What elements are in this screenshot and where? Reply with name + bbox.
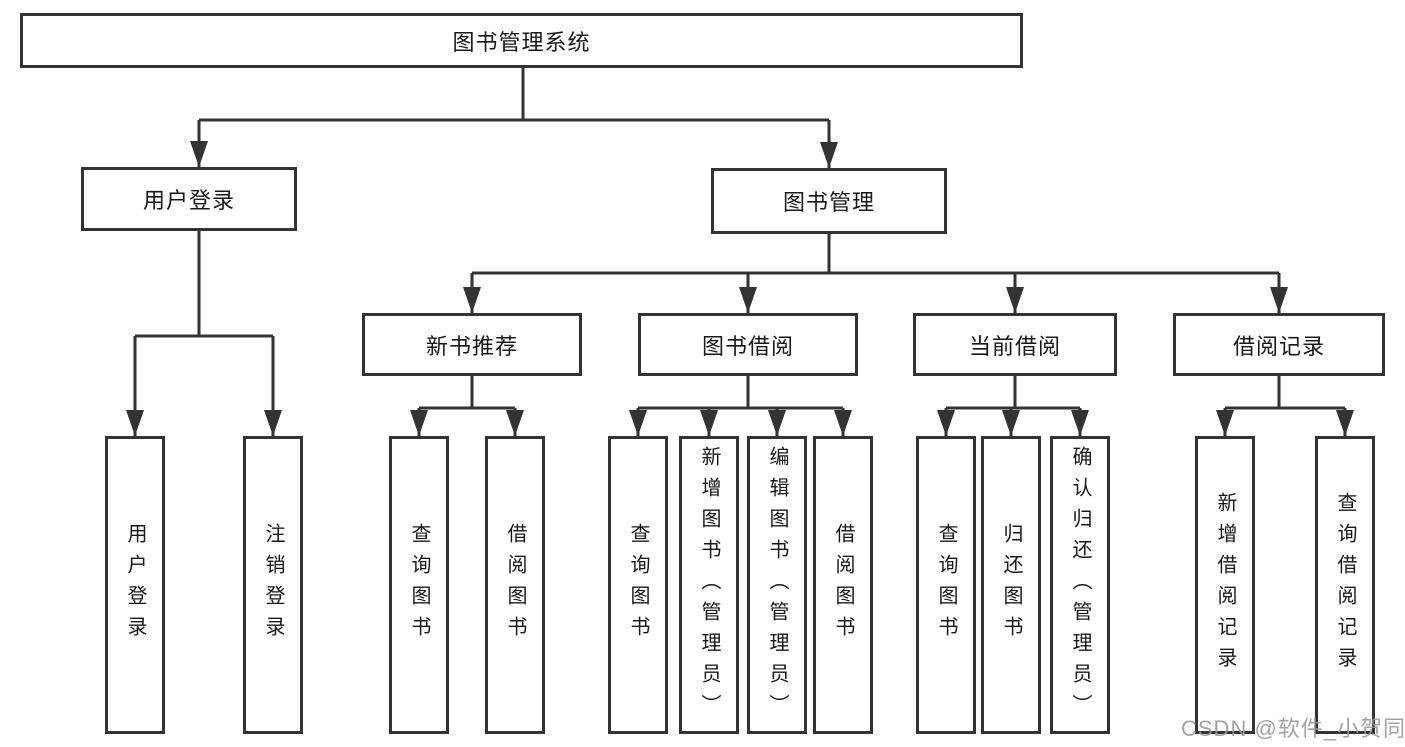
node-leaf-add-books-admin: 新增图书（管理员） <box>679 436 739 734</box>
node-label: 新增借阅记录 <box>1214 492 1236 678</box>
node-label: 确认归还（管理员） <box>1069 445 1091 725</box>
node-label: 查询图书 <box>935 523 957 647</box>
node-leaf-query-books-borrowing: 查询图书 <box>608 436 668 734</box>
node-leaf-query-books-current: 查询图书 <box>916 436 976 734</box>
node-label: 图书借阅 <box>701 333 794 359</box>
node-user-login: 用户登录 <box>81 167 297 231</box>
node-label: 查询图书 <box>627 523 649 647</box>
tree-edges <box>133 68 1347 436</box>
node-label: 查询借阅记录 <box>1334 492 1356 678</box>
node-new-book-recommendation: 新书推荐 <box>362 313 582 376</box>
node-leaf-edit-books-admin: 编辑图书（管理员） <box>747 436 807 734</box>
node-label: 用户登录 <box>124 523 146 647</box>
node-leaf-query-books-recommend: 查询图书 <box>389 436 449 734</box>
node-label: 借阅记录 <box>1232 333 1325 359</box>
node-current-borrowing: 当前借阅 <box>913 313 1117 376</box>
node-leaf-borrow-books: 借阅图书 <box>813 436 873 734</box>
node-label: 归还图书 <box>1000 523 1022 647</box>
node-leaf-confirm-return-admin: 确认归还（管理员） <box>1050 436 1110 734</box>
node-book-management: 图书管理 <box>711 168 947 234</box>
arrowheads <box>126 141 1354 436</box>
node-leaf-return-books: 归还图书 <box>981 436 1041 734</box>
node-leaf-user-login: 用户登录 <box>105 436 165 734</box>
node-label: 新增图书（管理员） <box>698 445 720 725</box>
node-label: 借阅图书 <box>832 523 854 647</box>
node-label: 查询图书 <box>408 523 430 647</box>
node-label: 注销登录 <box>262 523 284 647</box>
node-label: 图书管理系统 <box>452 29 591 55</box>
node-label: 用户登录 <box>142 188 235 213</box>
node-book-borrowing: 图书借阅 <box>638 313 858 376</box>
node-label: 编辑图书（管理员） <box>766 445 788 725</box>
node-label: 图书管理 <box>782 190 875 215</box>
node-leaf-add-borrow-record: 新增借阅记录 <box>1195 436 1255 734</box>
csdn-watermark: CSDN @软件_小贺同学 <box>1181 716 1405 741</box>
node-borrowing-records: 借阅记录 <box>1173 313 1385 376</box>
node-leaf-query-borrow-record: 查询借阅记录 <box>1315 436 1375 734</box>
node-leaf-logout: 注销登录 <box>243 436 303 734</box>
node-label: 借阅图书 <box>504 523 526 647</box>
node-leaf-borrow-books-recommend: 借阅图书 <box>485 436 545 734</box>
node-library-management-system: 图书管理系统 <box>20 13 1023 68</box>
node-label: 当前借阅 <box>968 333 1061 359</box>
node-label: 新书推荐 <box>425 333 518 359</box>
